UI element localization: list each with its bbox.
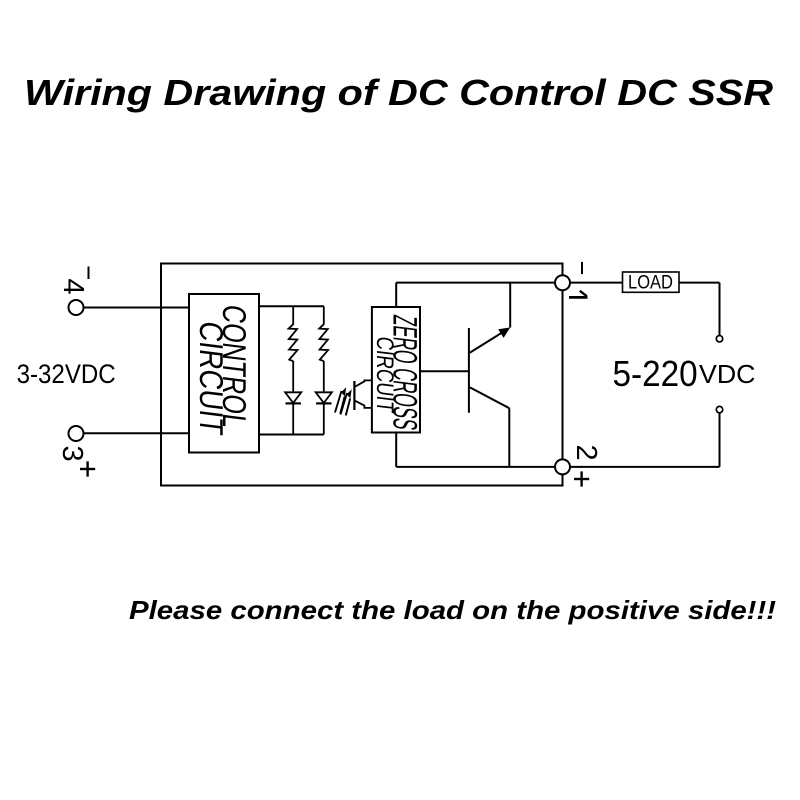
- svg-text:LOAD: LOAD: [628, 271, 673, 292]
- svg-text:ZERO CROSS: ZERO CROSS: [386, 313, 425, 432]
- svg-text:5-220: 5-220: [613, 355, 698, 394]
- svg-text:CONTROL: CONTROL: [215, 303, 252, 430]
- svg-text:CIRCUIT: CIRCUIT: [192, 319, 230, 437]
- svg-text:3-32VDC: 3-32VDC: [17, 360, 116, 390]
- svg-text:CIRCUIT: CIRCUIT: [372, 335, 400, 414]
- svg-text:2: 2: [570, 445, 602, 461]
- svg-text:4: 4: [57, 279, 89, 295]
- svg-text:3: 3: [56, 446, 88, 462]
- svg-text:VDC: VDC: [699, 359, 756, 389]
